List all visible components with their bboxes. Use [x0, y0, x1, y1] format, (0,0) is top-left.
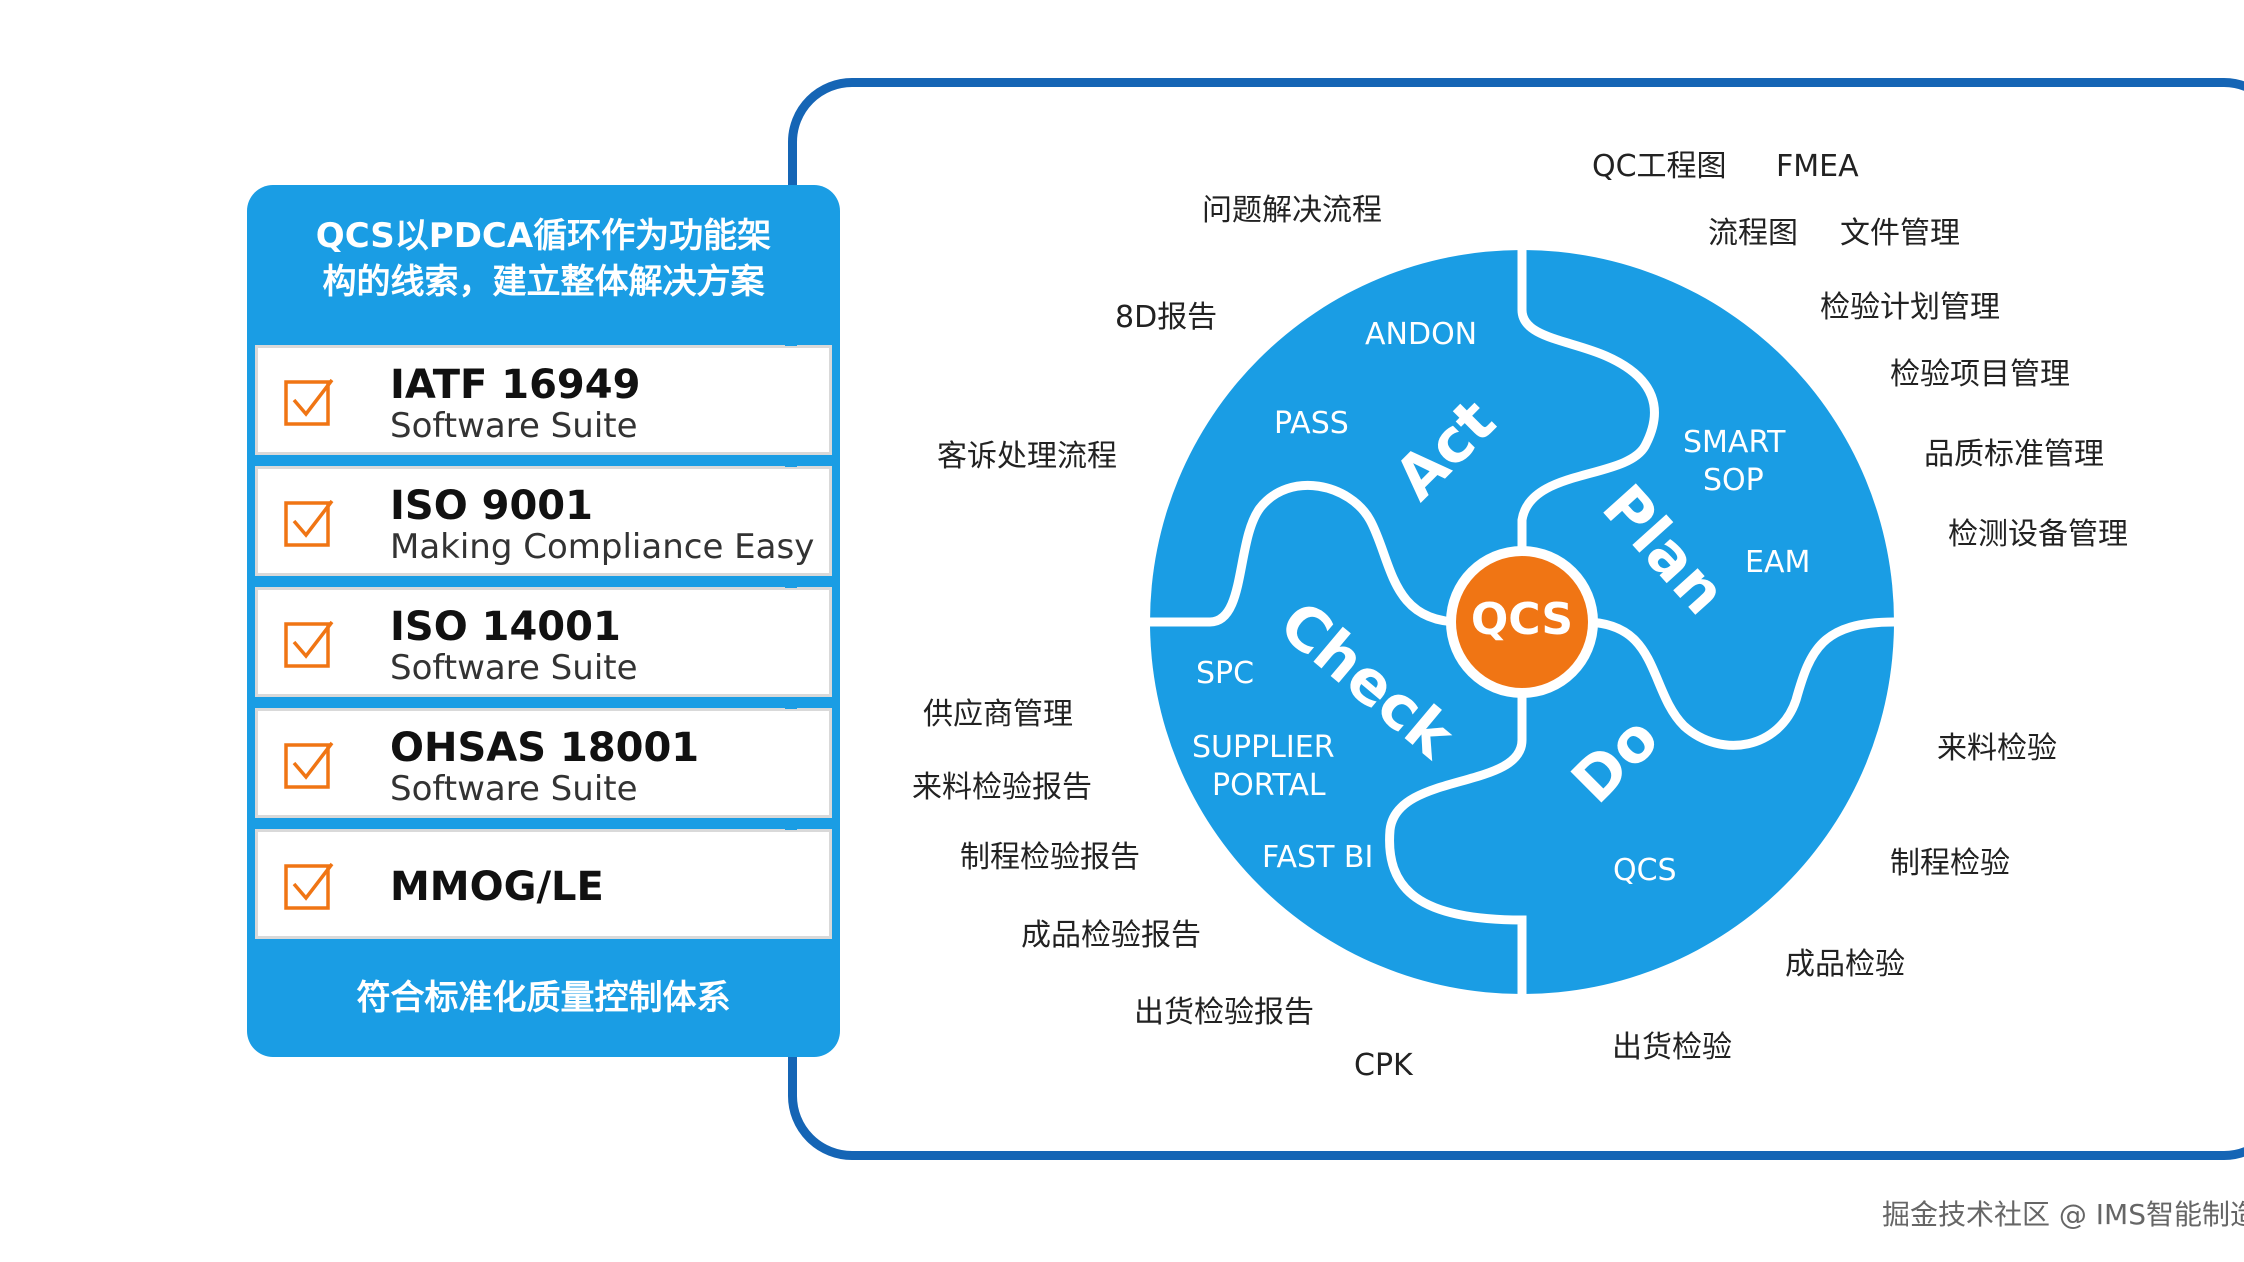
- standard-subtitle: Software Suite: [390, 769, 638, 809]
- standard-title: ISO 14001: [390, 604, 621, 650]
- inner-label-supplier: SUPPLIER: [1192, 730, 1335, 765]
- edge-tick: [785, 580, 797, 588]
- standard-item-iso14001: ISO 14001 Software Suite: [255, 587, 832, 697]
- inner-label-pass: PASS: [1274, 406, 1349, 441]
- outer-label: 品质标准管理: [1924, 437, 2104, 472]
- inner-label-portal: PORTAL: [1212, 768, 1326, 803]
- panel-header-line1: QCS以PDCA循环作为功能架: [315, 216, 772, 256]
- outer-label: 成品检验: [1785, 947, 1905, 982]
- check-square-icon: [284, 862, 334, 910]
- watermark: 掘金技术社区 @ IMS智能制造: [1882, 1198, 2244, 1231]
- outer-label: 检测设备管理: [1948, 517, 2128, 552]
- edge-tick: [785, 822, 797, 830]
- panel-footer: 符合标准化质量控制体系: [356, 978, 731, 1018]
- outer-label: 供应商管理: [923, 697, 1073, 732]
- inner-label-sop: SOP: [1703, 463, 1764, 498]
- inner-label-eam: EAM: [1745, 545, 1811, 580]
- outer-label: 出货检验报告: [1134, 995, 1314, 1030]
- puzzle-seam-bottom: [1385, 680, 1527, 994]
- standard-title: IATF 16949: [390, 362, 641, 408]
- outer-label: 流程图: [1708, 216, 1798, 251]
- standard-subtitle: Software Suite: [390, 406, 638, 446]
- outer-label: CPK: [1354, 1048, 1413, 1083]
- check-square-icon: [284, 620, 334, 668]
- outer-label: 来料检验: [1937, 731, 2057, 766]
- outer-label: 问题解决流程: [1202, 193, 1382, 228]
- standard-subtitle: Making Compliance Easy: [390, 527, 815, 567]
- outer-label: 出货检验: [1612, 1030, 1732, 1065]
- center-circle: [1456, 556, 1588, 688]
- outer-label: 文件管理: [1840, 216, 1960, 251]
- outer-label: 8D报告: [1115, 300, 1218, 335]
- check-square-icon: [284, 499, 334, 547]
- inner-label-andon: ANDON: [1365, 317, 1478, 352]
- outer-label: 检验项目管理: [1890, 357, 2070, 392]
- puzzle-seam-top: [1517, 250, 1659, 560]
- inner-label-fastbi: FAST BI: [1262, 840, 1374, 875]
- edge-tick: [785, 701, 797, 709]
- panel-header: QCS以PDCA循环作为功能架 构的线索，建立整体解决方案: [247, 213, 840, 305]
- center-label: QCS: [1470, 594, 1574, 645]
- standard-item-iatf: IATF 16949 Software Suite: [255, 345, 832, 455]
- inner-label-smart: SMART: [1683, 425, 1786, 460]
- outer-label: 客诉处理流程: [937, 439, 1117, 474]
- edge-tick: [785, 338, 797, 346]
- standard-item-ohsas: OHSAS 18001 Software Suite: [255, 708, 832, 818]
- standards-panel: QCS以PDCA循环作为功能架 构的线索，建立整体解决方案 IATF 16949…: [247, 185, 840, 1057]
- edge-tick: [785, 940, 797, 948]
- standard-item-iso9001: ISO 9001 Making Compliance Easy: [255, 466, 832, 576]
- puzzle-seam-right: [1583, 617, 1895, 750]
- panel-header-line2: 构的线索，建立整体解决方案: [322, 262, 765, 302]
- outer-label: QC工程图: [1592, 149, 1727, 184]
- outer-label: 成品检验报告: [1021, 918, 1201, 953]
- puzzle-seam-left: [1150, 481, 1461, 627]
- check-square-icon: [284, 741, 334, 789]
- outer-label: FMEA: [1776, 149, 1859, 184]
- outer-label: 制程检验: [1890, 846, 2010, 881]
- standard-title: MMOG/LE: [390, 864, 604, 910]
- standard-item-mmog: MMOG/LE: [255, 829, 832, 939]
- inner-label-qcs: QCS: [1613, 853, 1677, 888]
- check-square-icon: [284, 378, 334, 426]
- outer-label: 检验计划管理: [1820, 290, 2000, 325]
- outer-label: 来料检验报告: [912, 770, 1092, 805]
- inner-label-spc: SPC: [1196, 656, 1255, 691]
- standard-title: OHSAS 18001: [390, 725, 700, 771]
- edge-tick: [785, 459, 797, 467]
- standard-subtitle: Software Suite: [390, 648, 638, 688]
- standard-title: ISO 9001: [390, 483, 593, 529]
- outer-label: 制程检验报告: [960, 840, 1140, 875]
